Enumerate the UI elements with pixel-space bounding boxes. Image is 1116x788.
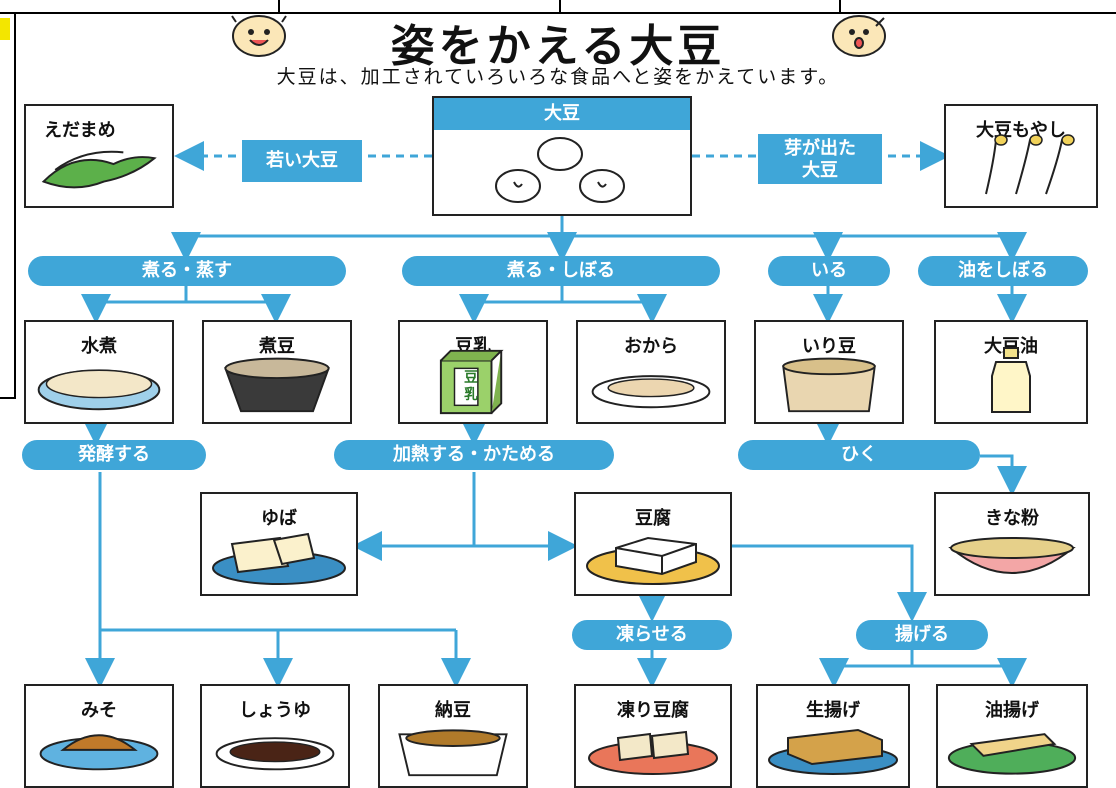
edamame-box: えだまめ bbox=[24, 104, 174, 208]
sprouted-soybean-tag: 芽が出た 大豆 bbox=[758, 134, 882, 184]
page-subtitle: 大豆は、加工されていろいろな食品へと姿をかえています。 bbox=[276, 66, 840, 88]
roasted-beans-box: いり豆 bbox=[754, 320, 904, 424]
surprised-bean-icon bbox=[828, 12, 890, 62]
simmered-beans-label: 煮豆 bbox=[259, 336, 295, 357]
process-ferment: 発酵する bbox=[22, 440, 206, 470]
namaage-label: 生揚げ bbox=[806, 700, 860, 721]
process-grind: ひく bbox=[738, 440, 980, 470]
frozen-tofu-box: 凍り豆腐 bbox=[574, 684, 732, 788]
process-boil-steam: 煮る・蒸す bbox=[28, 256, 346, 286]
soy-milk-box: 豆乳 豆 乳 bbox=[398, 320, 548, 424]
boiled-bowl-icon bbox=[37, 369, 161, 411]
frozen-tofu-label: 凍り豆腐 bbox=[617, 700, 689, 721]
aburaage-label: 油揚げ bbox=[985, 700, 1039, 721]
tofu-plate-icon bbox=[586, 536, 720, 585]
aburaage-plate-icon bbox=[947, 733, 1077, 775]
boiled-soybean-box: 水煮 bbox=[24, 320, 174, 424]
process-freeze: 凍らせる bbox=[572, 620, 732, 650]
process-boil-squeeze: 煮る・しぼる bbox=[402, 256, 720, 286]
masu-box-icon bbox=[782, 357, 876, 413]
soybean-oil-label: 大豆油 bbox=[984, 336, 1038, 357]
bean-sprout-box: 大豆もやし bbox=[944, 104, 1098, 208]
soybean-source-box: 大豆 bbox=[432, 96, 692, 216]
page-title: 姿をかえる大豆 bbox=[390, 21, 726, 72]
natto-box: 納豆 bbox=[378, 684, 528, 788]
tofu-box: 豆腐 bbox=[574, 492, 732, 596]
source-label: 大豆 bbox=[434, 98, 690, 130]
bean-sprout-icon bbox=[985, 134, 1075, 195]
soy-sauce-label: しょうゆ bbox=[239, 700, 311, 721]
miso-label: みそ bbox=[81, 700, 117, 721]
left-frame bbox=[0, 12, 16, 399]
young-soybean-tag: 若い大豆 bbox=[242, 140, 362, 182]
process-press-oil: 油をしぼる bbox=[918, 256, 1088, 286]
miso-plate-icon bbox=[39, 734, 159, 771]
frozen-tofu-plate-icon bbox=[588, 730, 718, 775]
boiled-soybean-label: 水煮 bbox=[81, 336, 117, 357]
soybean-icon bbox=[495, 137, 625, 203]
oil-bottle-icon bbox=[991, 347, 1031, 413]
kinako-box: きな粉 bbox=[934, 492, 1090, 596]
soy-sauce-box: しょうゆ bbox=[200, 684, 350, 788]
okara-box: おから bbox=[576, 320, 726, 424]
roasted-beans-label: いり豆 bbox=[802, 336, 856, 357]
soybean-oil-box: 大豆油 bbox=[934, 320, 1088, 424]
carton-text: 豆 乳 bbox=[464, 370, 478, 403]
yellow-tab bbox=[0, 18, 10, 40]
natto-pack-icon bbox=[398, 729, 508, 777]
soy-milk-carton-icon bbox=[439, 349, 504, 415]
namaage-plate-icon bbox=[768, 728, 898, 775]
okara-plate-icon bbox=[591, 375, 711, 409]
process-roast: いる bbox=[768, 256, 890, 286]
miso-box: みそ bbox=[24, 684, 174, 788]
process-deep-fry: 揚げる bbox=[856, 620, 988, 650]
kinako-label: きな粉 bbox=[985, 508, 1039, 529]
edamame-icon bbox=[41, 150, 157, 189]
smiling-bean-icon bbox=[228, 12, 290, 62]
edamame-label: えだまめ bbox=[44, 120, 116, 141]
okara-label: おから bbox=[624, 336, 678, 357]
process-heat-harden: 加熱する・かためる bbox=[334, 440, 614, 470]
aburaage-box: 油揚げ bbox=[936, 684, 1088, 788]
yuba-plate-icon bbox=[212, 532, 346, 585]
top-frame bbox=[0, 0, 1116, 14]
natto-label: 納豆 bbox=[435, 700, 471, 721]
yuba-box: ゆば bbox=[200, 492, 358, 596]
soy-sauce-dish-icon bbox=[215, 737, 335, 771]
yuba-label: ゆば bbox=[261, 508, 297, 529]
simmered-beans-box: 煮豆 bbox=[202, 320, 352, 424]
simmered-pot-icon bbox=[224, 357, 330, 413]
tofu-label: 豆腐 bbox=[635, 508, 671, 529]
kinako-bowl-icon bbox=[948, 537, 1076, 574]
namaage-box: 生揚げ bbox=[756, 684, 910, 788]
